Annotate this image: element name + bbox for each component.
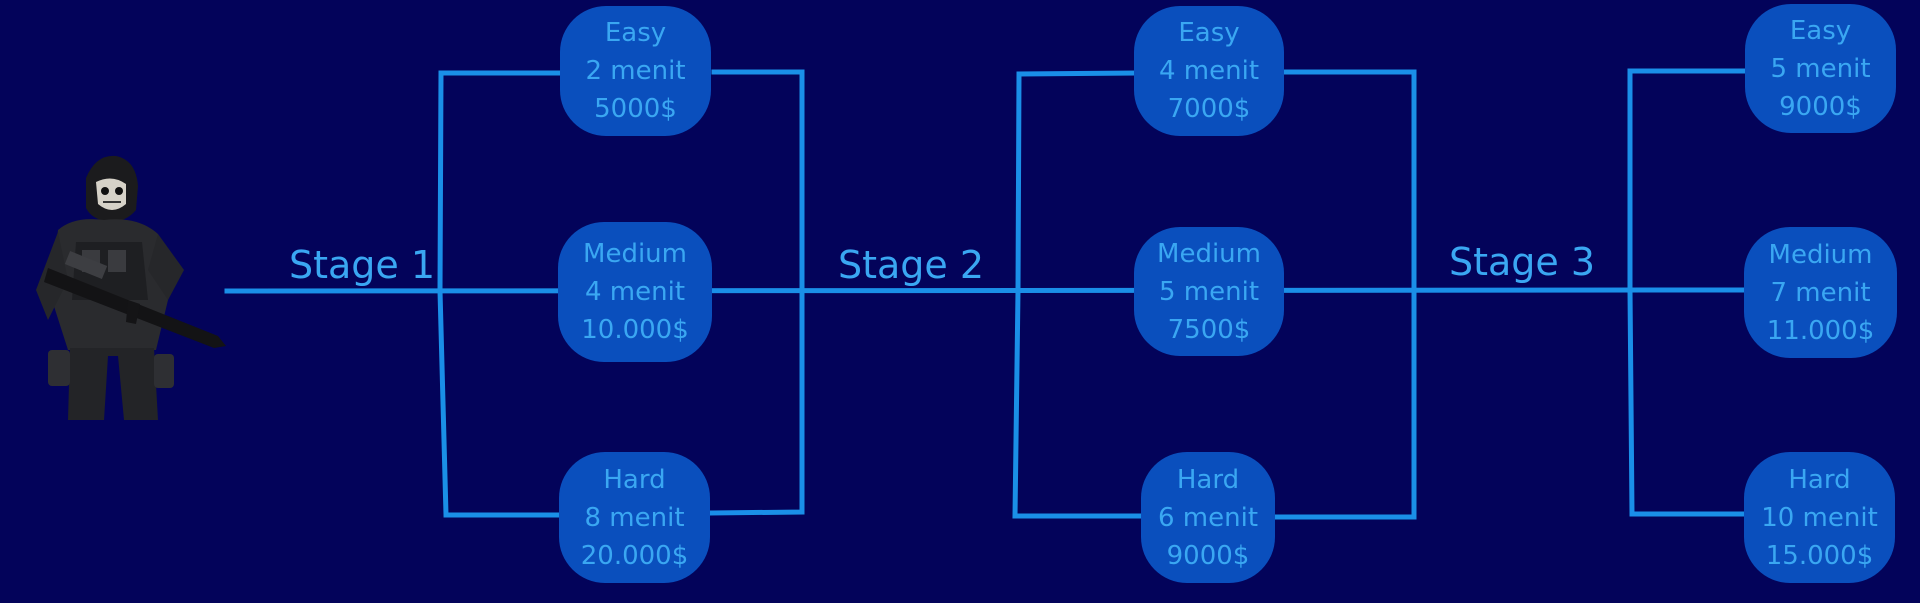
stage-1-hard-node[interactable]: Hard 8 menit 20.000$ xyxy=(559,452,710,583)
stage-3-label: Stage 3 xyxy=(1449,240,1596,284)
time-label: 4 menit xyxy=(584,277,686,307)
time-label: 8 menit xyxy=(584,502,685,533)
reward-label: 10.000$ xyxy=(581,315,689,345)
reward-label: 11.000$ xyxy=(1766,315,1875,346)
difficulty-label: Hard xyxy=(1176,464,1240,495)
stage-2-easy-node[interactable]: Easy 4 menit 7000$ xyxy=(1134,6,1284,136)
reward-label: 9000$ xyxy=(1166,540,1250,571)
stage-3-medium-node[interactable]: Medium 7 menit 11.000$ xyxy=(1744,227,1897,358)
difficulty-label: Easy xyxy=(1789,15,1852,46)
stage-2-label: Stage 2 xyxy=(838,243,985,287)
difficulty-label: Medium xyxy=(1157,238,1261,269)
difficulty-label: Medium xyxy=(1768,239,1873,270)
stage-2-join-top xyxy=(1282,69,1417,293)
time-label: 4 menit xyxy=(1158,56,1260,86)
stage-2-branch-top xyxy=(1015,70,1138,294)
time-label: 5 menit xyxy=(1158,276,1260,307)
reward-label: 20.000$ xyxy=(580,540,689,571)
soldier-icon xyxy=(36,155,226,420)
stage-3-easy-node[interactable]: Easy 5 menit 9000$ xyxy=(1745,4,1896,133)
stage-1-join-bottom xyxy=(709,288,805,516)
difficulty-label: Easy xyxy=(1178,18,1240,48)
time-label: 10 menit xyxy=(1761,502,1878,533)
stage-1-medium-node[interactable]: Medium 4 menit 10.000$ xyxy=(558,222,712,362)
reward-label: 9000$ xyxy=(1779,91,1862,122)
main-line xyxy=(224,287,1748,294)
difficulty-label: Medium xyxy=(583,239,687,269)
difficulty-label: Hard xyxy=(603,464,666,495)
reward-label: 7500$ xyxy=(1167,314,1251,345)
stage-2-medium-node[interactable]: Medium 5 menit 7500$ xyxy=(1134,227,1284,356)
stage-3-hard-node[interactable]: Hard 10 menit 15.000$ xyxy=(1744,452,1895,583)
stage-1-branch-top xyxy=(437,70,563,294)
stage-1-branch-bottom xyxy=(437,288,563,518)
difficulty-label: Easy xyxy=(604,18,667,48)
stage-2-hard-node[interactable]: Hard 6 menit 9000$ xyxy=(1141,452,1275,583)
time-label: 6 menit xyxy=(1157,502,1259,533)
reward-label: 5000$ xyxy=(594,94,677,124)
time-label: 7 menit xyxy=(1770,277,1871,308)
reward-label: 15.000$ xyxy=(1765,540,1874,571)
time-label: 2 menit xyxy=(585,56,686,86)
time-label: 5 menit xyxy=(1770,53,1871,84)
stage-1-easy-node[interactable]: Easy 2 menit 5000$ xyxy=(560,6,711,136)
reward-label: 7000$ xyxy=(1167,94,1251,124)
stage-3-branch-bottom xyxy=(1627,287,1748,517)
difficulty-label: Hard xyxy=(1788,464,1851,495)
stage-2-branch-bottom xyxy=(1012,288,1146,519)
stage-3-branch-top xyxy=(1627,68,1748,293)
stage-1-join-top xyxy=(711,69,805,294)
stage-2-join-bottom xyxy=(1273,287,1417,520)
stage-1-label: Stage 1 xyxy=(289,243,436,287)
